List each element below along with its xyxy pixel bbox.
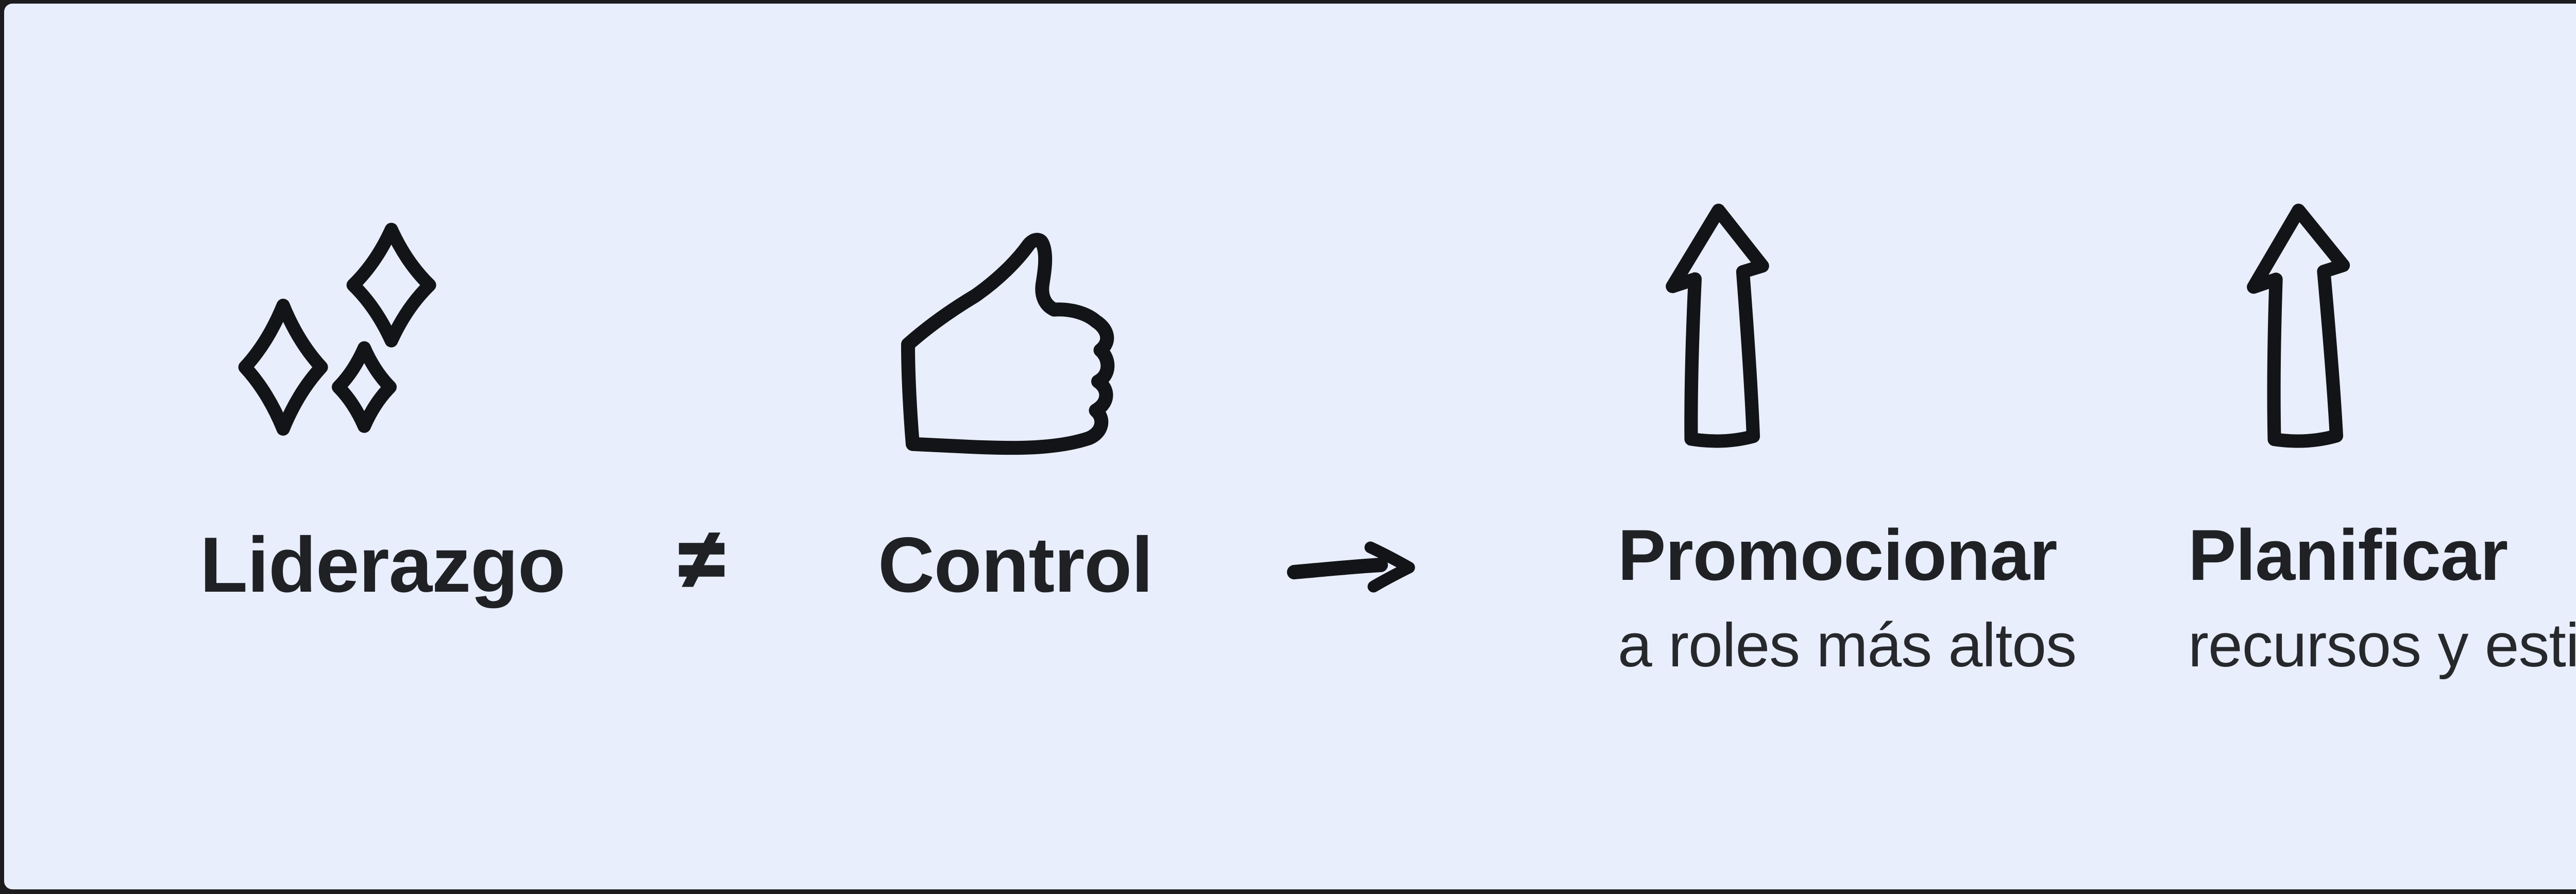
- consequence-item: Promocionar a roles más altos: [1618, 203, 2077, 680]
- right-term-label: Control: [878, 521, 1153, 609]
- infographic-panel: [4, 4, 2576, 889]
- consequence-subtitle: a roles más altos: [1618, 611, 2077, 680]
- left-term-label: Liderazgo: [200, 521, 566, 609]
- consequence-title: Promocionar: [1618, 514, 2058, 595]
- arrow-right-icon: [1287, 541, 1415, 593]
- consequence-item: Planificar recursos y estimaciones: [2188, 203, 2576, 680]
- sparkles-icon: [238, 222, 436, 436]
- consequence-title: Planificar: [2188, 514, 2508, 595]
- arrow-up-icon: [2247, 203, 2350, 448]
- consequence-subtitle: recursos y estimaciones: [2188, 611, 2576, 680]
- arrow-up-icon: [1666, 203, 1769, 448]
- not-equal-sign: ≠: [678, 512, 726, 605]
- thumbs-up-icon: [901, 233, 1115, 455]
